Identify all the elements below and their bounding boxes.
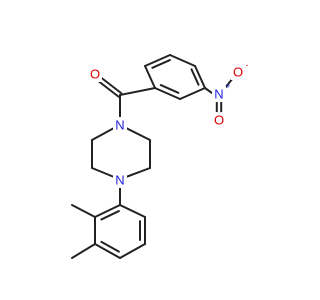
atom-aryl-nitrogen: N	[113, 172, 127, 188]
nitro-oxygen-label: O	[214, 113, 224, 128]
nitro-nitrogen-charge: +	[226, 82, 231, 91]
atom-nitro-oxygen: O	[212, 112, 226, 128]
atom-carbonyl-oxygen: O	[88, 66, 102, 82]
upper-ring-bond-4-inner	[159, 84, 180, 94]
atom-nitro-nitrogen: N +	[212, 82, 231, 102]
carbonyl-oxygen-label: O	[90, 67, 100, 82]
nitro-oxygen-anion-charge: -	[246, 61, 249, 70]
carbonyl-double-bond-b	[95, 78, 120, 98]
methyl-bond-2	[71, 243, 96, 259]
ring-nitro-bond	[204, 87, 213, 94]
amide-nitrogen-label: N	[115, 118, 124, 133]
lower-ring-bond-5	[119, 204, 146, 218]
upper-ring-bond-2	[194, 65, 206, 89]
aryl-carbonyl-bond	[119, 87, 156, 96]
piperazine-bond-0	[125, 127, 151, 141]
nitro-oxygen-anion-label: O	[233, 65, 243, 80]
upper-ring-bond-0-inner	[151, 59, 171, 69]
piperazine-bond-2	[125, 167, 151, 178]
upper-ring-bond-2-inner	[190, 68, 200, 86]
lower-ring-bond-0-inner	[100, 210, 120, 221]
atom-nitro-oxygen-anion: O -	[231, 61, 249, 80]
molecule-diagram: O N N N + O - O	[71, 54, 249, 259]
nitro-nitrogen-label: N	[214, 87, 223, 102]
upper-ring-bond-4	[154, 87, 181, 100]
piperazine-bond-5	[91, 127, 115, 141]
upper-ring-bond-1	[169, 54, 196, 67]
methyl-bond-1	[71, 204, 96, 218]
atom-amide-nitrogen: N	[113, 117, 127, 133]
lower-ring-bond-3	[119, 243, 146, 259]
carbonyl-double-bond-a	[98, 75, 123, 95]
piperazine-bond-3	[91, 167, 115, 178]
aryl-nitrogen-label: N	[115, 173, 124, 188]
upper-ring-bond-3	[179, 87, 206, 100]
lower-ring-bond-2	[94, 243, 121, 259]
upper-ring-bond-0	[144, 54, 171, 67]
structure-drawing: O N N N + O - O	[71, 54, 249, 259]
lower-ring-bond-0	[94, 204, 121, 218]
bond-layer	[71, 54, 234, 259]
lower-ring-bond-2-inner	[100, 240, 120, 253]
upper-ring-bond-5	[144, 65, 156, 89]
